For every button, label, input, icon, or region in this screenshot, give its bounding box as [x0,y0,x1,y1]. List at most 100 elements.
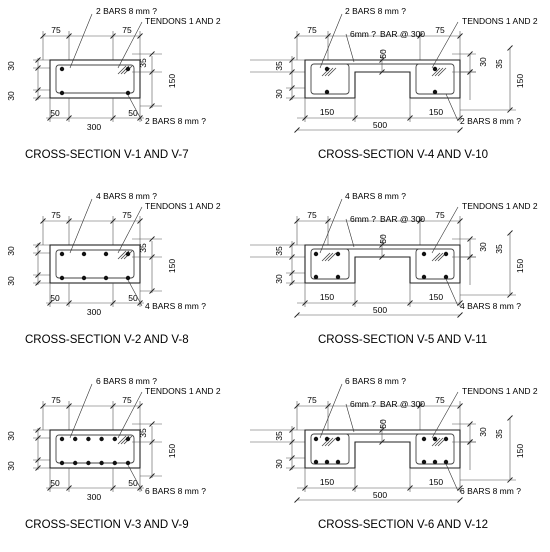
dim-tick-height-bot [507,292,513,298]
dim-tick-top-0 [294,218,300,224]
dim-top-left: 75 [51,395,61,405]
dim-tick-total-right [457,312,463,318]
tendon-right-2 [437,67,447,77]
dim-left-bot: 30 [274,89,284,99]
label-tendons: TENDONS 1 AND 2 [462,16,538,26]
dim-tick-top-2 [417,218,423,224]
dim-top-right: 75 [435,210,445,220]
dim-tick-bottom-3 [137,115,143,121]
dim-tick-right-0 [467,51,473,57]
label-top-bars: 6 BARS 8 mm ? [96,376,157,386]
dim-right-inner: 35 [138,58,148,68]
bottom-bar-left-0 [313,274,319,280]
top-bar-left-1 [324,436,330,442]
dim-tick-right-2 [149,288,155,294]
tendon-right-0 [431,67,441,77]
dim-tick-slab-bot [379,439,385,445]
dim-tick-left-3 [35,280,41,286]
bottom-bar-left-1 [324,459,330,465]
top-bar-0 [59,251,65,257]
top-bar-left-0 [313,251,319,257]
label-top-bars: 2 BARS 8 mm ? [96,6,157,16]
dim-tick-top-3 [137,218,143,224]
label-tendons: TENDONS 1 AND 2 [462,201,538,211]
dim-tick-left-2 [289,455,295,461]
leader-bottom-bars [127,464,143,492]
tendon-left-2 [327,252,337,262]
dim-bottom-left: 50 [50,293,60,303]
dim-tick-bottom-0 [302,300,308,306]
dim-left-top: 35 [274,431,284,441]
section-caption: CROSS-SECTION V-2 AND V-8 [25,334,189,346]
dim-tick-left-1 [35,65,41,71]
tendon-left-0 [321,252,331,262]
tendon-strand-0 [117,250,127,260]
dim-right-inner: 35 [494,59,504,69]
beam-outline [49,429,141,469]
top-bar-1 [125,66,131,72]
stirrup-right [415,248,455,280]
dim-tick-bottom-2 [110,115,116,121]
label-bottom-bars: 4 BARS 8 mm ? [460,301,521,311]
beam-outline [304,429,461,469]
top-bar-0 [59,436,65,442]
tendon-left-2 [327,437,337,447]
leader-bottom-bars [445,463,459,492]
top-bar-left-0 [313,436,319,442]
leader-tendons [431,206,459,254]
dim-tick-bottom-1 [66,485,72,491]
top-bar-right-0 [421,251,427,257]
bottom-bar-5 [125,460,131,466]
dim-tick-top-3 [457,33,463,39]
bottom-bar-right-0 [432,89,438,95]
beam-outline [49,244,141,284]
bottom-bar-1 [125,90,131,96]
tendon-right-0 [431,437,441,447]
dim-tick-top-2 [110,218,116,224]
dim-tick-top-2 [417,403,423,409]
bottom-bar-0 [59,275,65,281]
dim-tick-slab-bot [379,254,385,260]
dim-tick-right-2 [467,254,473,260]
top-bar-right-1 [432,436,438,442]
dim-tick-bottom-3 [137,300,143,306]
top-bar-1 [73,436,78,442]
dim-tick-left-3 [35,465,41,471]
section-caption: CROSS-SECTION V-1 AND V-7 [25,149,189,161]
label-top-bars: 2 BARS 8 mm ? [345,6,406,16]
dim-tick-left-1 [35,435,41,441]
top-bar-4 [112,436,118,442]
label-stirrup: 6mm ? [350,399,376,409]
bottom-bar-right-1 [432,459,438,465]
dim-top-right: 75 [122,210,132,220]
dim-height: 150 [515,444,525,458]
dim-tick-bottom-2 [407,115,413,121]
dim-top-left: 75 [307,395,317,405]
bottom-bar-3 [99,460,104,466]
label-stirrup: 6mm ? [350,29,376,39]
label-bottom-bars: 6 BARS 8 mm ? [145,486,206,496]
label-bottom-bars: 2 BARS 8 mm ? [145,116,206,126]
tendon-strand-0 [117,65,127,75]
label-bar: BAR @ 300 [380,399,425,409]
leader-tendons [431,21,459,69]
dim-bottom-left: 150 [320,477,334,487]
bottom-bar-1 [81,275,87,281]
dim-tick-bottom-0 [47,300,53,306]
leader-bottom-bars [127,279,143,307]
leader-bottom-bars [127,94,143,122]
dim-tick-left-0 [289,57,295,63]
dim-tick-bottom-0 [302,115,308,121]
dim-tick-total-left [294,127,300,133]
stirrup-left [310,63,350,95]
dim-tick-right-1 [149,69,155,75]
dim-tick-right-2 [149,103,155,109]
dim-tick-left-2 [35,87,41,93]
top-bar-1 [81,251,87,257]
beam-outline [304,244,461,284]
label-top-bars: 4 BARS 8 mm ? [345,191,406,201]
dim-width: 300 [87,122,101,132]
leader-tendons [117,391,143,439]
